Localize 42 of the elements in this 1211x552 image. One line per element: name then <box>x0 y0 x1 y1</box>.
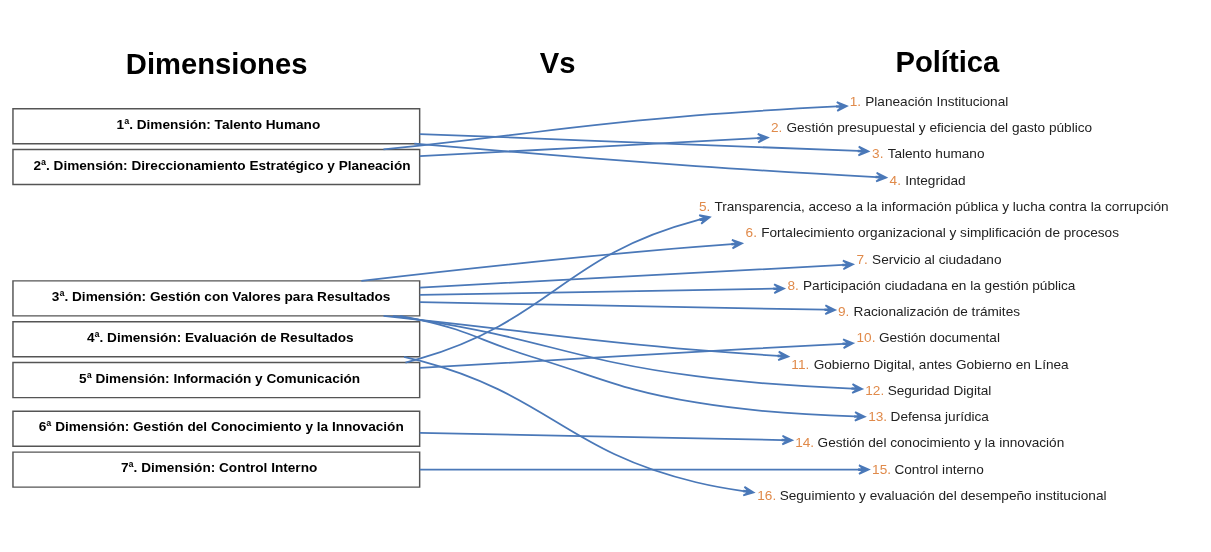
arrow <box>404 214 711 364</box>
node-text: 7. Servicio al ciudadano <box>856 251 1002 267</box>
arrow <box>418 301 836 315</box>
label: Política <box>895 46 1000 79</box>
node-text: 9. Racionalización de trámites <box>838 304 1021 320</box>
node-box: 5ª Dimensión: Información y Comunicación <box>12 361 421 399</box>
node-text: 4. Integridad <box>889 172 966 188</box>
node-text: 3. Talento humano <box>872 146 985 162</box>
node-text: 12. Seguridad Digital <box>865 382 992 398</box>
arrow <box>418 259 854 289</box>
arrow <box>418 431 794 446</box>
node-text: 13. Defensa jurídica <box>868 409 989 425</box>
arrow <box>399 315 866 422</box>
node-box: 7ª. Dimensión: Control Interno <box>12 451 421 488</box>
node-text: 15. Control interno <box>872 461 984 477</box>
arrow <box>360 238 743 282</box>
node-text: 16. Seguimiento y evaluación del desempeño institucional <box>757 487 1107 503</box>
node-box: 2ª. Dimensión: Direccionamiento Estratégico y Planeación <box>12 148 421 186</box>
node-text: 10. Gestión documental <box>856 330 1000 346</box>
node-text: 1. Planeación Institucional <box>849 93 1009 109</box>
node-box: 6ª Dimensión: Gestión del Conocimiento y la Innovación <box>12 410 421 447</box>
node-text: 11. Gobierno Digital, antes Gobierno en Línea <box>791 356 1069 372</box>
node-text: 14. Gestión del conocimiento y la innovación <box>795 435 1065 451</box>
node-box: 1ª. Dimensión: Talento Humano <box>12 107 421 145</box>
node-text: 5. Transparencia, acceso a la información pública y lucha contra la corrupción <box>698 199 1169 215</box>
arrow <box>418 283 785 296</box>
arrow <box>403 355 755 497</box>
node-text: 2. Gestión presupuestal y eficiencia del gasto público <box>770 120 1093 136</box>
arrow <box>418 464 870 475</box>
arrow <box>419 338 854 369</box>
node-text: 6. Fortalecimiento organizacional y simplificación de procesos <box>745 225 1119 241</box>
node-box: 4ª. Dimensión: Evaluación de Resultados <box>12 321 421 358</box>
label: Vs <box>539 47 576 80</box>
node-text: 8. Participación ciudadana en la gestión pública <box>787 277 1076 293</box>
arrow <box>392 315 863 394</box>
arrow <box>418 132 769 158</box>
arrow <box>382 101 848 151</box>
label: Dimensiones <box>125 48 308 81</box>
node-box: 3ª. Dimensión: Gestión con Valores para Resultados <box>12 280 421 317</box>
arrow <box>413 142 887 183</box>
arrow <box>382 315 790 362</box>
arrow <box>418 133 870 157</box>
